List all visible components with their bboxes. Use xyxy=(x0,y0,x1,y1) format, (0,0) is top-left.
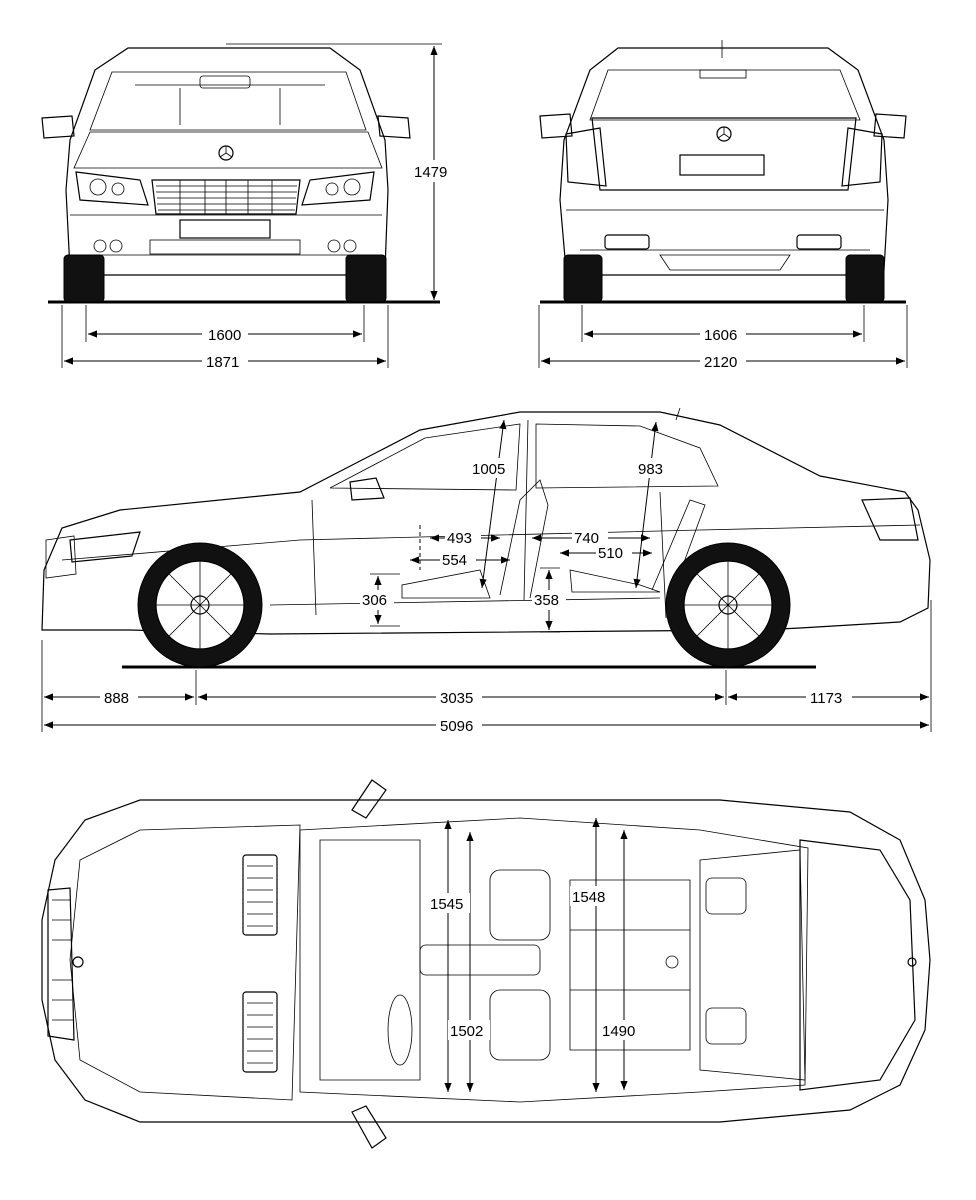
front-legroom-b-label: 554 xyxy=(442,552,467,569)
front-shoulder-label: 1545 xyxy=(430,896,463,913)
rear-track-label: 1606 xyxy=(704,327,737,344)
front-width-label: 1871 xyxy=(206,354,239,371)
rear-legroom-b-label: 510 xyxy=(598,545,623,562)
length-label: 5096 xyxy=(440,718,473,735)
rear-headroom-label: 983 xyxy=(638,461,663,478)
rear-shoulder-label: 1548 xyxy=(572,889,605,906)
front-height-label: 1479 xyxy=(414,164,447,181)
top-view: 1545 1548 1502 1490 xyxy=(41,779,931,1149)
rear-width-label: 2120 xyxy=(704,354,737,371)
front-track-label: 1600 xyxy=(208,327,241,344)
rear-hip-label: 1490 xyxy=(602,1023,635,1040)
front-legroom-a-label: 493 xyxy=(447,530,472,547)
rear-legroom-a-label: 740 xyxy=(574,530,599,547)
front-overhang-label: 888 xyxy=(104,690,129,707)
rear-seat-height-label: 358 xyxy=(534,592,559,609)
front-seat-height-label: 306 xyxy=(362,592,387,609)
side-view: 1005 983 493 554 740 510 306 358 xyxy=(41,407,932,735)
front-view: 1479 1600 1871 xyxy=(41,43,454,371)
wheelbase-label: 3035 xyxy=(440,690,473,707)
rear-overhang-label: 1173 xyxy=(810,690,842,707)
front-hip-label: 1502 xyxy=(450,1023,483,1040)
rear-view: 1606 2120 xyxy=(538,40,908,371)
front-headroom-label: 1005 xyxy=(472,461,505,478)
